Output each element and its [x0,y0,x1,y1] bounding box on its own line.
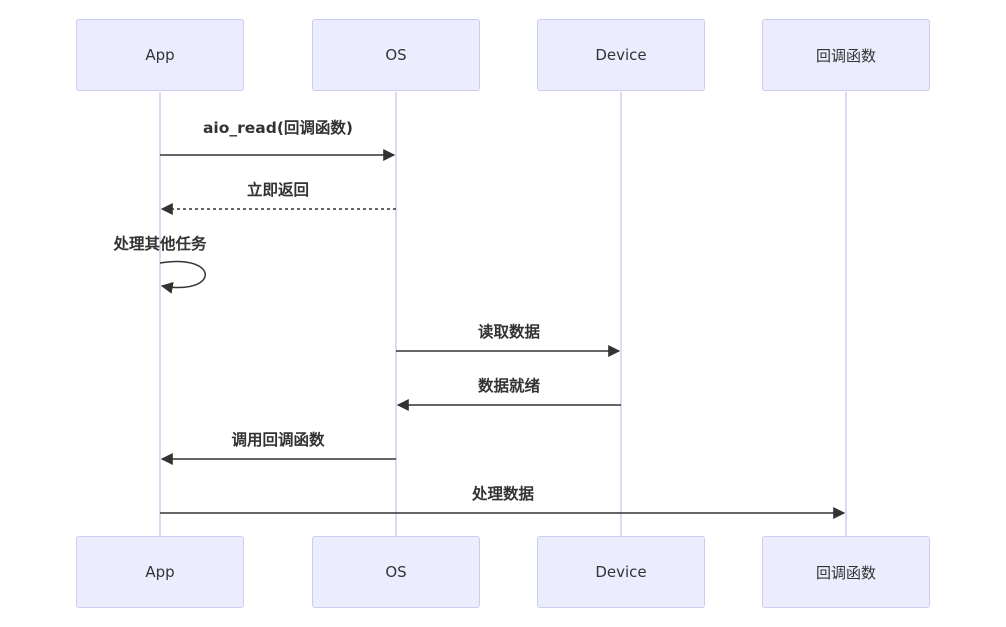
actor-app-bottom: App [76,536,244,608]
message-label-aio-read: aio_read(回调函数) [202,119,354,137]
arrow-self-other-tasks [159,260,206,294]
actor-label: OS [385,46,407,64]
message-label-immediate-return: 立即返回 [246,181,310,199]
actor-label: OS [385,563,407,581]
actor-device-top: Device [537,19,705,91]
actor-label: Device [595,563,647,581]
message-label-other-tasks: 处理其他任务 [113,235,207,253]
actor-label: App [145,46,175,64]
actor-device-bottom: Device [537,536,705,608]
message-label-process-data: 处理数据 [471,485,535,503]
actor-os-top: OS [312,19,480,91]
actor-os-bottom: OS [312,536,480,608]
actor-callback-bottom: 回调函数 [762,536,930,608]
actor-label: Device [595,46,647,64]
actor-label: 回调函数 [815,46,876,65]
actor-app-top: App [76,19,244,91]
message-label-read-data: 读取数据 [477,323,541,341]
actor-label: 回调函数 [815,563,876,582]
message-label-invoke-callback: 调用回调函数 [231,431,325,449]
message-label-data-ready: 数据就绪 [477,377,541,395]
actor-label: App [145,563,175,581]
actor-callback-top: 回调函数 [762,19,930,91]
